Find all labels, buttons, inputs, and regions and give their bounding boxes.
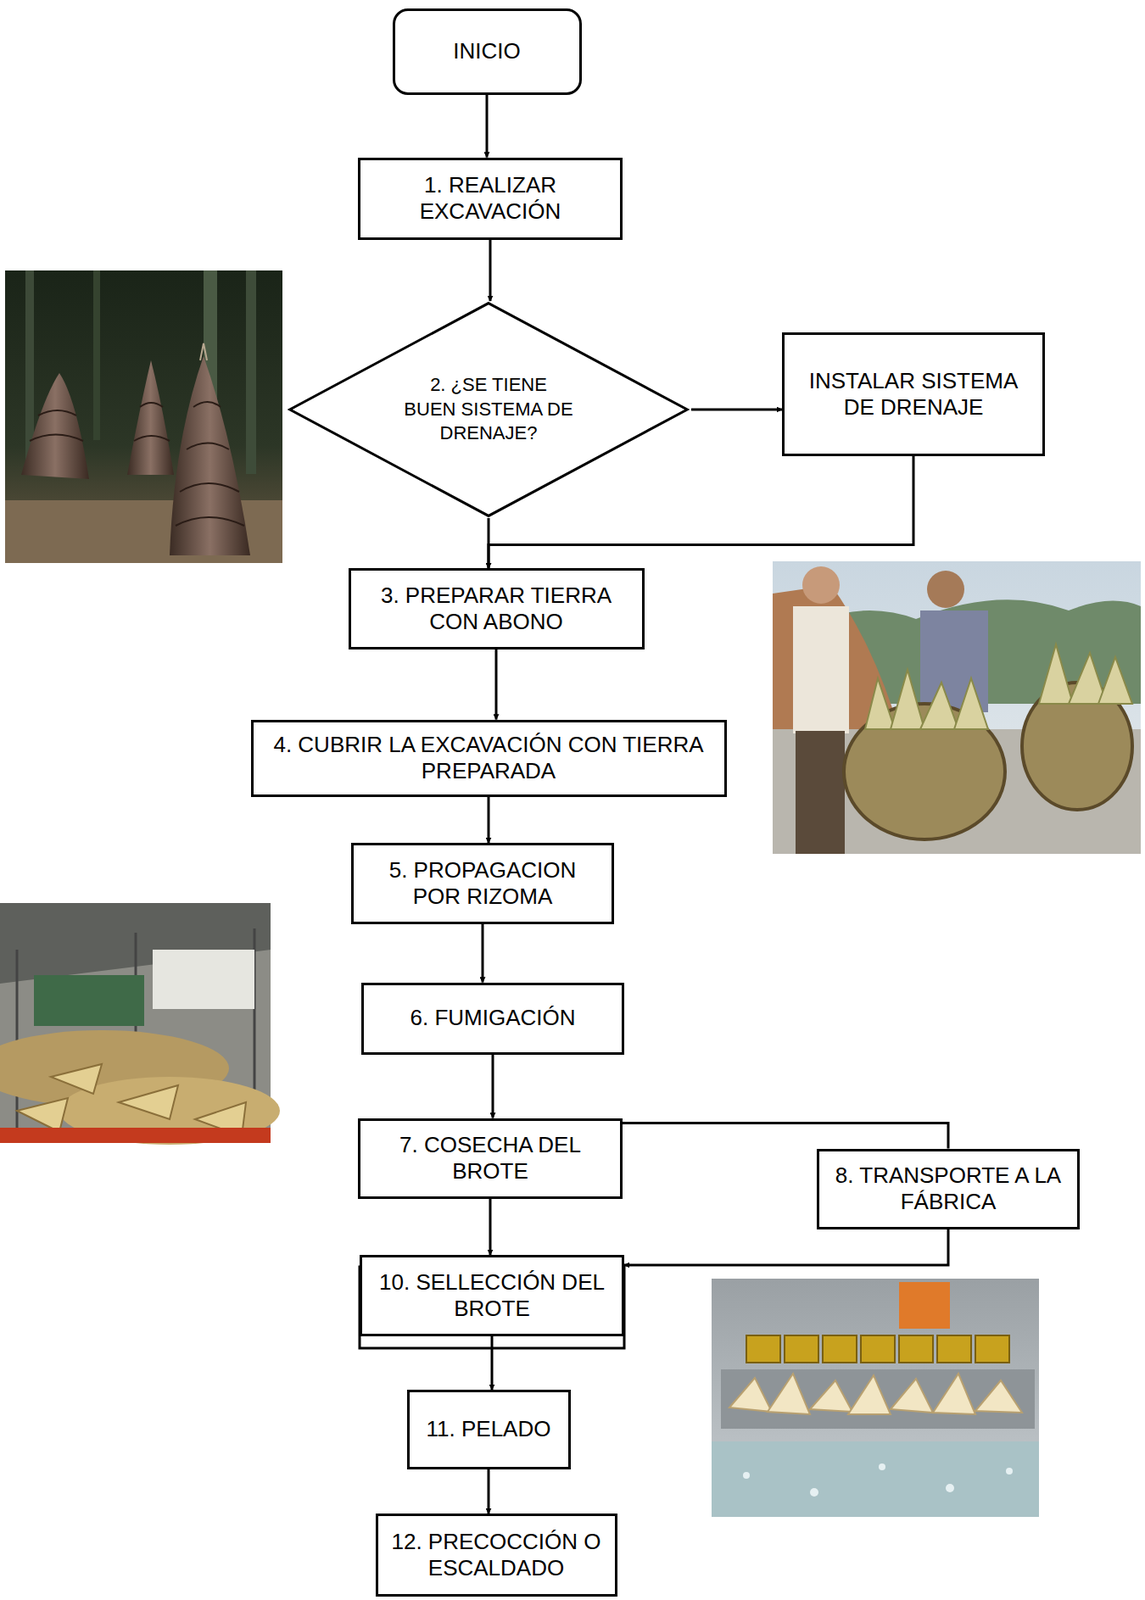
node-label: 8. TRANSPORTE A LA FÁBRICA — [827, 1162, 1069, 1216]
photo-factory — [0, 903, 280, 1145]
flow-arrow — [491, 1336, 494, 1391]
process-box: INSTALAR SISTEMA DE DRENAJE — [781, 332, 1045, 457]
flow-arrow — [495, 649, 498, 721]
start-terminal: INICIO — [392, 8, 582, 95]
flow-arrow — [487, 1469, 491, 1514]
flow-arrow — [487, 518, 491, 569]
node-label: 12. PRECOCCIÓN O ESCALDADO — [386, 1529, 607, 1582]
photo-cans-processing — [711, 1279, 1039, 1518]
flow-arrow — [487, 797, 491, 844]
node-label: 4. CUBRIR LA EXCAVACIÓN CON TIERRA PREPA… — [262, 731, 716, 785]
node-label: 10. SELLECCIÓN DEL BROTE — [370, 1269, 614, 1323]
process-box: 1. REALIZAR EXCAVACIÓN — [357, 157, 623, 241]
decision-diamond: 2. ¿SE TIENE BUEN SISTEMA DE DRENAJE? — [285, 301, 692, 519]
node-label: INSTALAR SISTEMA DE DRENAJE — [793, 368, 1034, 421]
process-box: 3. PREPARAR TIERRA CON ABONO — [348, 568, 645, 650]
photo-bamboo-shoots — [5, 270, 283, 564]
node-label: 2. ¿SE TIENE BUEN SISTEMA DE DRENAJE? — [403, 373, 574, 447]
node-label: 3. PREPARAR TIERRA CON ABONO — [359, 582, 634, 636]
flow-arrow — [489, 240, 492, 302]
node-label: INICIO — [452, 38, 520, 65]
process-box: 10. SELLECCIÓN DEL BROTE — [359, 1255, 625, 1337]
flow-arrow — [624, 1229, 949, 1267]
process-box: 12. PRECOCCIÓN O ESCALDADO — [375, 1513, 618, 1598]
node-label: 6. FUMIGACIÓN — [409, 1005, 576, 1032]
flow-arrow — [491, 1055, 495, 1119]
node-label: 7. COSECHA DEL BROTE — [368, 1132, 612, 1185]
process-box: 7. COSECHA DEL BROTE — [357, 1118, 623, 1200]
process-box: 8. TRANSPORTE A LA FÁBRICA — [816, 1149, 1080, 1230]
diamond-shape — [290, 303, 687, 517]
node-label: 1. REALIZAR EXCAVACIÓN — [368, 172, 612, 225]
node-label: 5. PROPAGACION POR RIZOMA — [362, 857, 604, 911]
process-box: 11. PELADO — [407, 1390, 571, 1470]
node-label: 11. PELADO — [426, 1416, 552, 1443]
flow-arrow — [481, 924, 485, 984]
process-box: 4. CUBRIR LA EXCAVACIÓN CON TIERRA PREPA… — [251, 720, 727, 798]
flow-arrow — [485, 94, 489, 158]
flow-arrow — [691, 408, 782, 412]
process-box: 6. FUMIGACIÓN — [361, 983, 625, 1056]
flow-arrow — [622, 1123, 949, 1150]
photo-harvest-transport — [772, 561, 1141, 855]
process-box: 5. PROPAGACION POR RIZOMA — [351, 843, 615, 925]
flow-arrow — [489, 1199, 492, 1257]
